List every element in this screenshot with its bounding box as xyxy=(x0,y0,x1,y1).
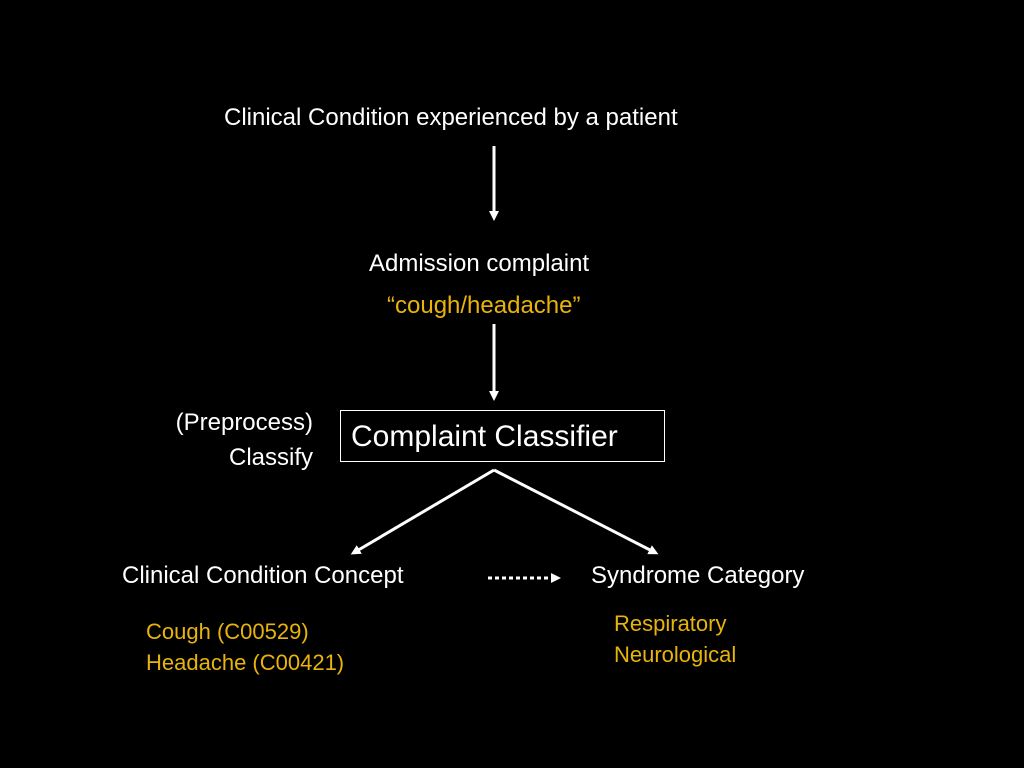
complaint-classifier-box xyxy=(340,410,665,462)
classify-label: Classify xyxy=(228,444,313,471)
clinical-condition-concept-label: Clinical Condition Concept xyxy=(122,562,404,589)
syndrome-category-label: Syndrome Category xyxy=(591,562,805,589)
syndrome-example-neurological: Neurological xyxy=(614,642,737,667)
admission-complaint-label: Admission complaint xyxy=(369,250,590,277)
admission-complaint-example: “cough/headache” xyxy=(387,292,581,319)
complaint-classifier-label: Complaint Classifier xyxy=(351,420,618,453)
concept-example-headache: Headache (C00421) xyxy=(146,650,345,675)
clinical-condition-label: Clinical Condition experienced by a pati… xyxy=(224,104,678,131)
arrow-classifier-to-syndrome xyxy=(493,468,659,555)
concept-example-cough: Cough (C00529) xyxy=(146,619,309,644)
preprocess-label: (Preprocess) xyxy=(175,409,313,436)
arrow-classifier-to-concept xyxy=(350,468,495,555)
syndrome-example-respiratory: Respiratory xyxy=(614,611,727,636)
